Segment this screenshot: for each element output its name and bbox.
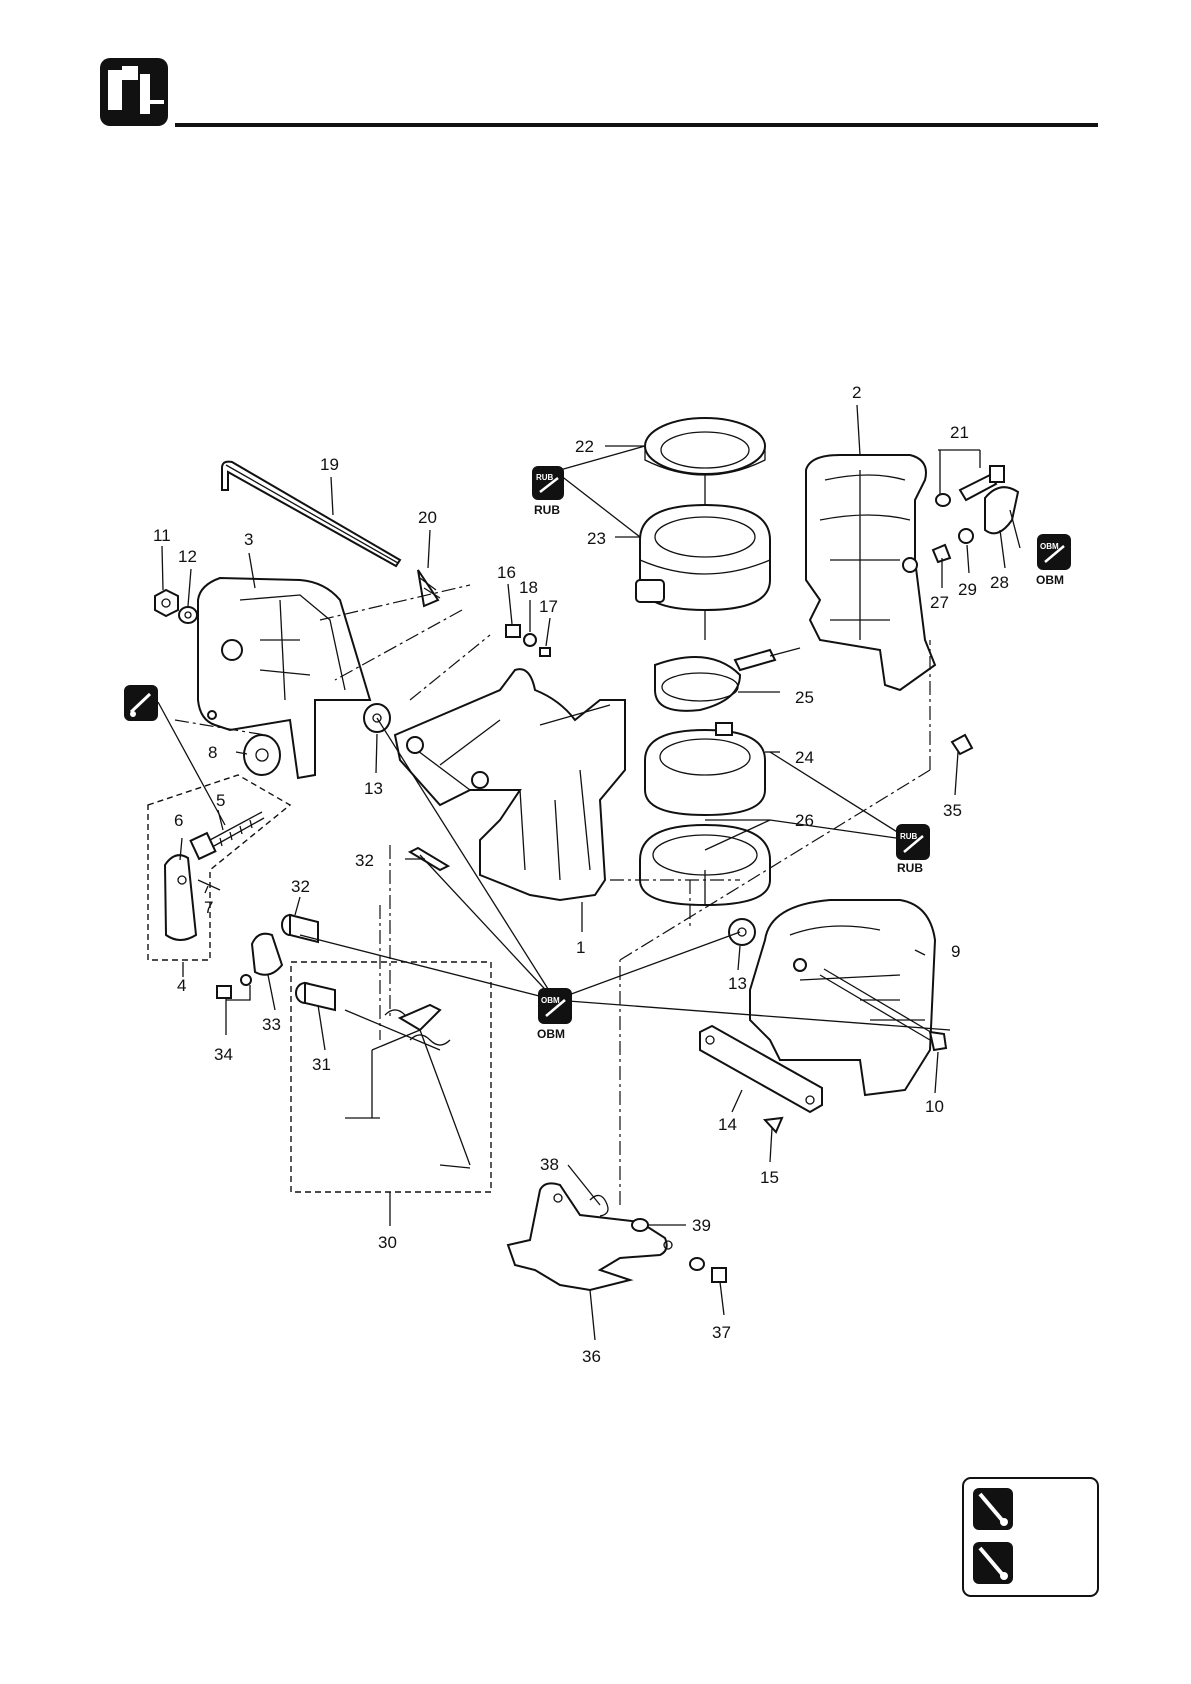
legend-box — [963, 1478, 1098, 1596]
svg-text:RUB: RUB — [900, 832, 918, 841]
label-38: 38 — [540, 1155, 559, 1174]
label-21: 21 — [950, 423, 969, 442]
part-15-screw — [765, 1118, 782, 1132]
label-14: 14 — [718, 1115, 737, 1134]
label-16: 16 — [497, 563, 516, 582]
label-17: 17 — [539, 597, 558, 616]
part-16-fitting — [506, 625, 520, 637]
part-39-bushing — [632, 1219, 648, 1231]
grease-gun-icon — [973, 1542, 1013, 1584]
part-12-washer — [179, 607, 197, 623]
label-10: 10 — [925, 1097, 944, 1116]
grease-badge-left — [124, 685, 158, 721]
rub-badge-top-text: RUB — [534, 503, 560, 517]
label-22: 22 — [575, 437, 594, 456]
rub-badge-bottom-text: RUB — [897, 861, 923, 875]
label-11: 11 — [153, 526, 171, 545]
part-17-screw — [540, 648, 550, 656]
part-25-band — [655, 648, 800, 711]
label-8: 8 — [208, 743, 217, 762]
header-disassembly-icon — [100, 58, 168, 126]
svg-text:OBM: OBM — [541, 996, 560, 1005]
part-11-nut — [155, 590, 178, 616]
label-9: 9 — [951, 942, 960, 961]
label-30: 30 — [378, 1233, 397, 1252]
part-6-handle — [165, 855, 196, 940]
label-29: 29 — [958, 580, 977, 599]
part-19-rod — [222, 462, 400, 566]
label-15: 15 — [760, 1168, 779, 1187]
label-3: 3 — [244, 530, 253, 549]
part-24-lower-bushing — [645, 723, 765, 815]
label-13a: 13 — [364, 779, 383, 798]
label-23: 23 — [587, 529, 606, 548]
obm-badge-center: OBM OBM — [537, 988, 572, 1041]
label-2: 2 — [852, 383, 861, 402]
obm-badge-right-text: OBM — [1036, 573, 1064, 587]
svg-text:OBM: OBM — [1040, 542, 1059, 551]
label-4: 4 — [177, 976, 186, 995]
label-13b: 13 — [728, 974, 747, 993]
label-33: 33 — [262, 1015, 281, 1034]
part-22-ring — [645, 418, 765, 475]
part-31-pin — [296, 983, 335, 1010]
part-30-spring-assembly — [345, 1005, 470, 1168]
obm-badge-right: OBM OBM — [1036, 534, 1071, 587]
label-37: 37 — [712, 1323, 731, 1342]
label-35: 35 — [943, 801, 962, 820]
rub-badge-bottom: RUB RUB — [896, 824, 930, 875]
label-20: 20 — [418, 508, 437, 527]
part-29-washer — [959, 529, 973, 543]
svg-text:RUB: RUB — [536, 473, 554, 482]
part-33-bracket — [252, 934, 282, 975]
label-39: 39 — [692, 1216, 711, 1235]
label-5: 5 — [216, 791, 225, 810]
label-18: 18 — [519, 578, 538, 597]
part-18-washer — [524, 634, 536, 646]
part-23-upper-bushing — [636, 505, 770, 610]
part-2-steering-bracket — [806, 455, 935, 690]
part-7-pin — [198, 880, 220, 890]
label-1: 1 — [576, 938, 585, 957]
label-19: 19 — [320, 455, 339, 474]
label-24: 24 — [795, 748, 814, 767]
label-32b: 32 — [291, 877, 310, 896]
label-7: 7 — [204, 898, 213, 917]
label-34: 34 — [214, 1045, 233, 1064]
part-20-cone — [418, 570, 440, 606]
label-27: 27 — [930, 593, 949, 612]
label-6: 6 — [174, 811, 183, 830]
part-28-lever — [985, 487, 1018, 533]
part-34-screw — [217, 975, 251, 998]
part-3-clamp-bracket-left — [198, 578, 370, 778]
label-28: 28 — [990, 573, 1009, 592]
label-26: 26 — [795, 811, 814, 830]
label-12: 12 — [178, 547, 197, 566]
part-38-spring — [590, 1195, 608, 1216]
label-25: 25 — [795, 688, 814, 707]
part-37-screw — [690, 1258, 726, 1282]
part-8-knob — [244, 735, 280, 775]
label-36: 36 — [582, 1347, 601, 1366]
label-31: 31 — [312, 1055, 331, 1074]
part-13-washer-right — [729, 919, 755, 945]
part-26-ring — [640, 825, 770, 905]
part-35-fitting — [952, 735, 972, 754]
label-32a: 32 — [355, 851, 374, 870]
rub-badge-top: RUB RUB — [532, 466, 564, 517]
grease-gun-icon — [973, 1488, 1013, 1530]
obm-badge-center-text: OBM — [537, 1027, 565, 1041]
